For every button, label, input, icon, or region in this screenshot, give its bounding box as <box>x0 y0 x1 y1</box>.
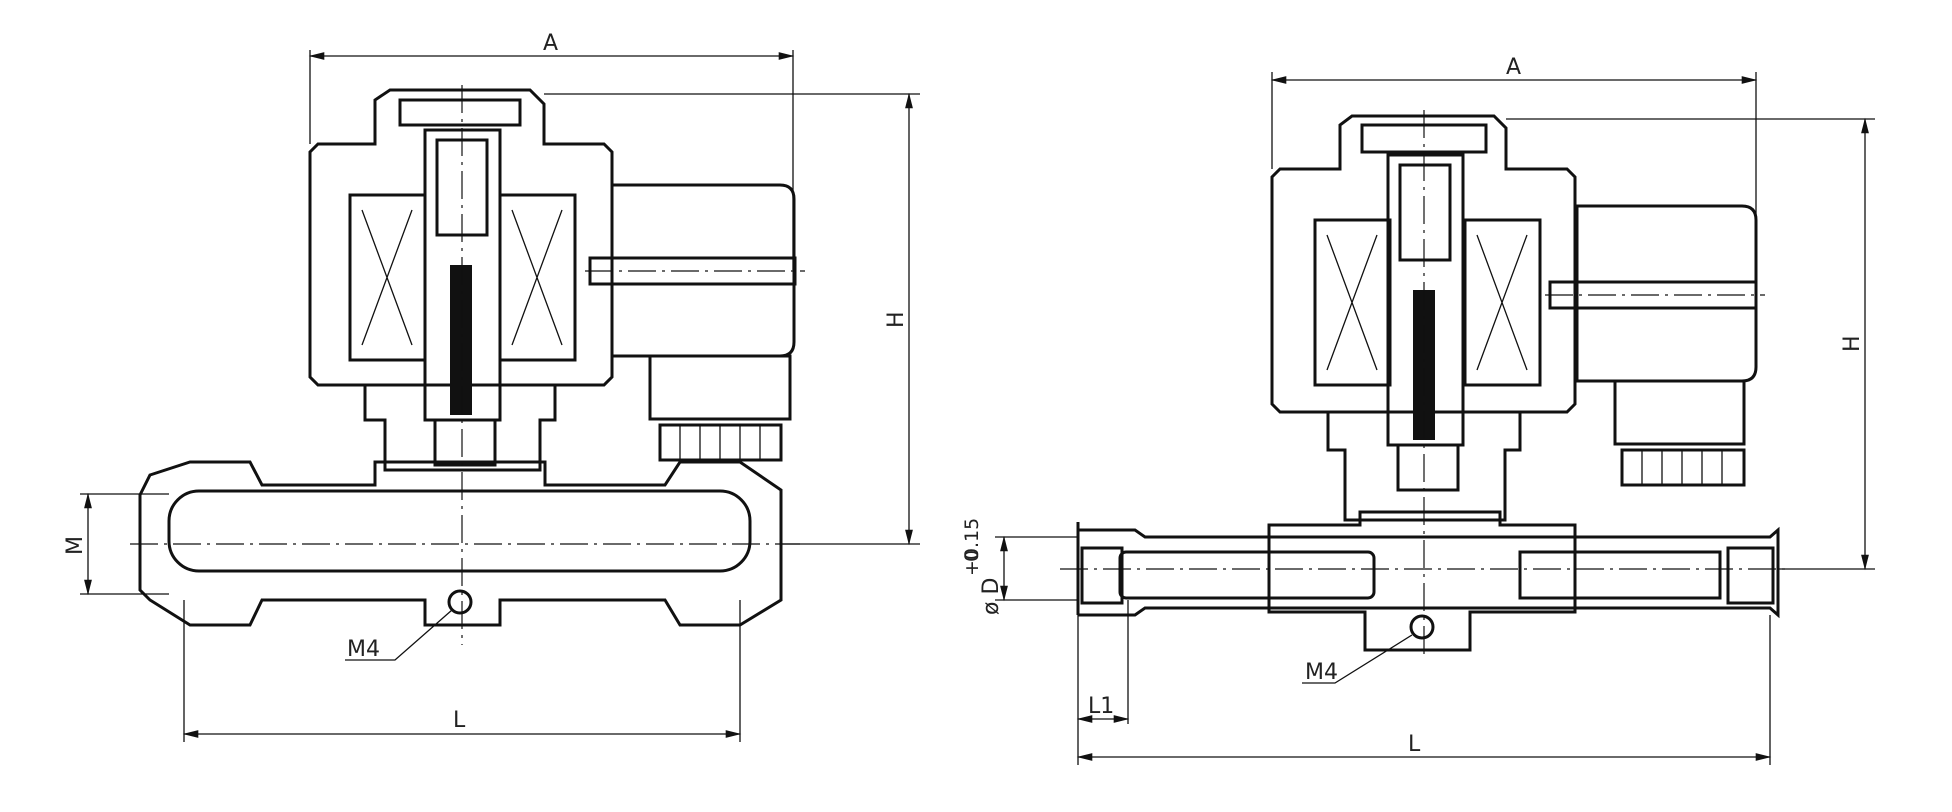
left-pipe-bore <box>167 489 752 573</box>
left-valve: A H M L M4 <box>63 31 920 742</box>
right-m4-label: M4 <box>1305 660 1338 685</box>
right-dim-a-label: A <box>1506 55 1521 80</box>
right-coil-housing <box>1270 114 1577 414</box>
right-dim-h-label: H <box>1840 335 1865 352</box>
left-m4-label: M4 <box>347 637 380 662</box>
right-connector-nut <box>1620 448 1746 487</box>
right-dim-d-tol-upper: +0.15 <box>961 518 983 576</box>
right-connector <box>1575 204 1758 383</box>
right-top-cap <box>1360 123 1488 154</box>
left-dim-h-label: H <box>884 311 909 328</box>
right-coil-left <box>1313 218 1392 387</box>
left-coil-housing <box>308 88 614 387</box>
right-m4-hole <box>1409 614 1435 640</box>
left-m4-hole <box>447 589 473 615</box>
left-dim-a-label: A <box>543 31 558 56</box>
right-coil-right <box>1463 218 1542 387</box>
right-dim-l1-label: L1 <box>1088 694 1114 719</box>
left-dim-m-label: M <box>63 536 88 555</box>
right-valve-body <box>1267 510 1577 652</box>
right-dim-d-label: ø D <box>979 578 1004 615</box>
left-top-cap <box>398 98 522 127</box>
right-valve: A H ø D 0 +0.15 L1 L M4 <box>961 55 1875 765</box>
right-dim-l-label: L <box>1408 732 1421 757</box>
right-dim-d-tol-lower: 0 <box>961 550 983 562</box>
left-dim-l-label: L <box>453 708 466 733</box>
